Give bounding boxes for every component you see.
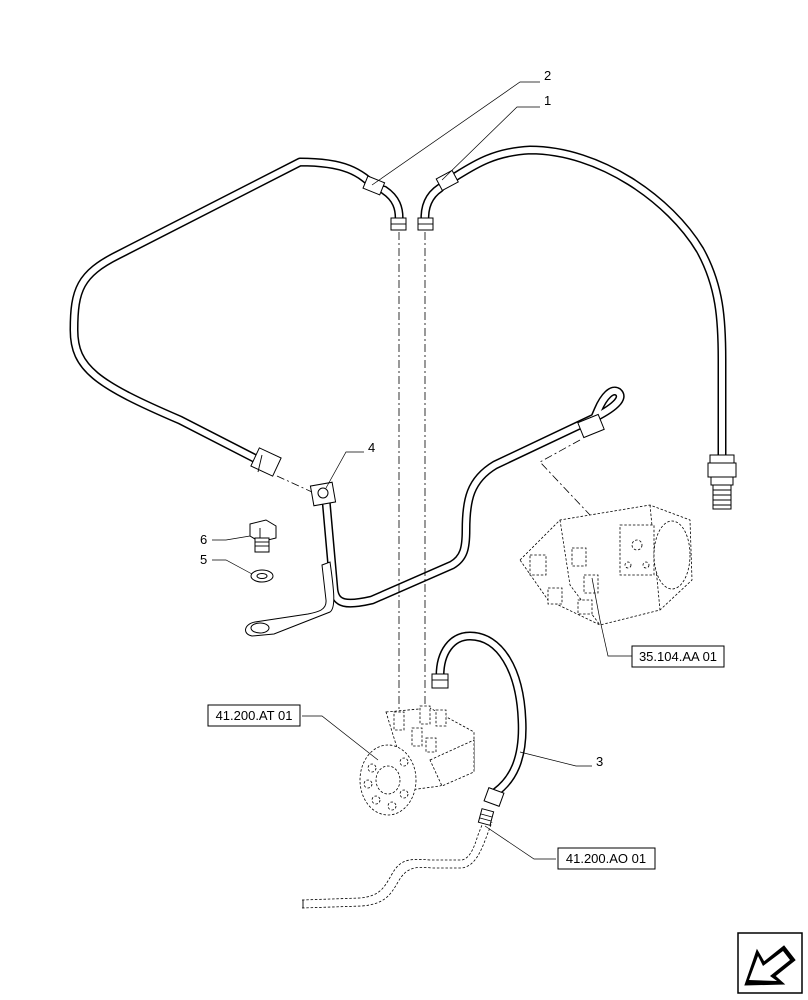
pipe-4-with-bracket (245, 386, 625, 637)
callout-3: 3 (596, 754, 603, 769)
leader-lines (212, 81, 632, 860)
pipe-1 (417, 145, 737, 510)
hose-part-3 (431, 631, 527, 807)
callout-4: 4 (368, 440, 375, 455)
reference-return-line-label: 41.200.AO 01 (566, 851, 646, 866)
reference-return-line[interactable]: 41.200.AO 01 (557, 847, 656, 870)
reference-valve-block[interactable]: 35.104.AA 01 (631, 645, 725, 668)
reference-steering-unit[interactable]: 41.200.AT 01 (207, 704, 301, 727)
assembly-guide-lines (276, 232, 591, 712)
bolt-part-6 (249, 519, 277, 553)
steering-unit (359, 705, 475, 816)
callout-2: 2 (544, 68, 551, 83)
washer-part-5 (250, 569, 274, 583)
reference-valve-block-label: 35.104.AA 01 (639, 649, 717, 664)
callout-6: 6 (200, 532, 207, 547)
next-page-arrow-icon[interactable] (737, 932, 803, 994)
callout-1: 1 (544, 93, 551, 108)
reference-steering-unit-label: 41.200.AT 01 (216, 708, 293, 723)
pipe-2 (69, 157, 407, 477)
return-line-ghost (301, 808, 495, 909)
valve-block-ghost (519, 504, 693, 626)
callout-5: 5 (200, 552, 207, 567)
